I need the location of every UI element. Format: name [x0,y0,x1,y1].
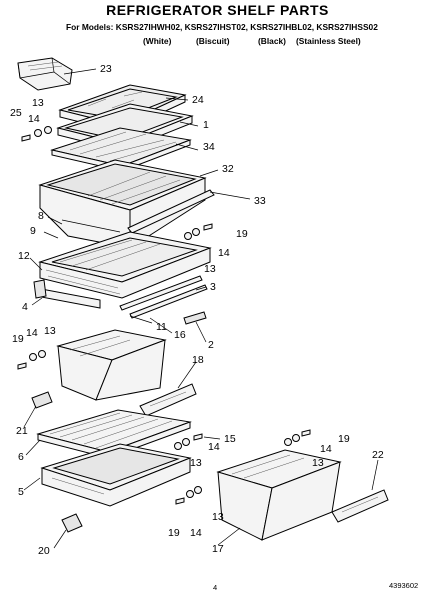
callout-21: 21 [16,425,28,437]
callout-24: 24 [192,94,204,106]
part-5-lower-frame [40,443,192,507]
callout-12: 12 [18,250,30,262]
callout-14-f: 14 [190,527,202,539]
callout-25: 25 [10,107,22,119]
part-22-handle [331,489,389,523]
callout-13-b: 13 [204,263,216,275]
callout-18: 18 [192,354,204,366]
page-number: 4 [213,583,218,592]
callout-14-a: 14 [28,113,40,125]
callout-17: 17 [212,543,224,555]
models-text: KSRS27IHWH02, KSRS27IHST02, KSRS27IHBL02… [115,22,378,32]
callout-14-c: 14 [26,327,38,339]
callout-32: 32 [222,163,234,175]
models-prefix: For Models: [66,22,114,32]
callout-16: 16 [174,329,186,341]
fasteners [17,126,311,505]
callout-numbers: 23 24 25 13 14 1 34 32 33 8 9 19 14 13 1… [10,63,384,557]
finish-stainless: (Stainless Steel) [296,36,361,46]
callout-19-c: 19 [338,433,350,445]
callout-14-d: 14 [208,441,220,453]
part-lower-pan [56,329,167,401]
callout-19-d: 19 [168,527,180,539]
callout-23: 23 [100,63,112,75]
callout-6: 6 [18,451,24,463]
callout-13-d: 13 [190,457,202,469]
callout-13-a: 13 [32,97,44,109]
callout-5: 5 [18,486,24,498]
callout-15: 15 [224,433,236,445]
callout-14-e: 14 [320,443,332,455]
callout-33: 33 [254,195,266,207]
part-17-right-pan [216,449,342,541]
callout-9: 9 [30,225,36,237]
part-20-clip [61,513,83,533]
part-33-rail [127,189,215,234]
part-11-16-rails [119,275,207,325]
part-18-pan-handle [139,383,197,417]
page-title: REFRIGERATOR SHELF PARTS [106,2,329,18]
part-12-drawer-frame [38,231,212,299]
callout-19-a: 19 [236,228,248,240]
part-21-clip [31,391,53,409]
finish-black: (Black) [258,36,286,46]
model-list: For Models: KSRS27IHWH02, KSRS27IHST02, … [66,22,378,32]
callout-3: 3 [210,281,216,293]
callout-14-b: 14 [218,247,230,259]
callout-8: 8 [38,210,44,222]
callout-1: 1 [203,119,209,131]
document-number: 4393602 [389,581,419,590]
callout-11: 11 [156,321,167,333]
callout-13-e: 13 [312,457,324,469]
finish-biscuit: (Biscuit) [196,36,230,46]
callout-20: 20 [38,545,50,557]
callout-2: 2 [208,339,214,351]
callout-22: 22 [372,449,384,461]
callout-19-b: 19 [12,333,24,345]
part-23-bin [17,57,73,91]
finish-white: (White) [143,36,172,46]
callout-13-f: 13 [212,511,224,523]
callout-13-c: 13 [44,325,56,337]
leader-lines [23,68,379,549]
callout-34: 34 [203,141,215,153]
part-4-frame-front [33,279,101,309]
callout-4: 4 [22,301,28,313]
